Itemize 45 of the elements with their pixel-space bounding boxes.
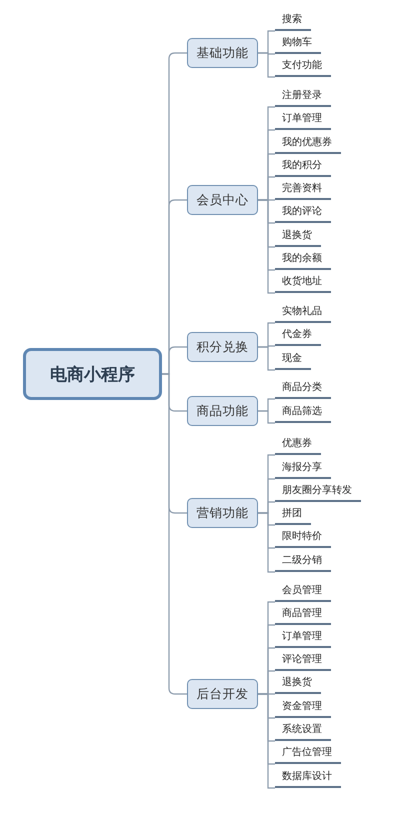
topic-box: 商品功能	[187, 396, 258, 426]
topic-label: 评论管理	[275, 652, 331, 671]
topic-box: 积分兑换	[187, 332, 258, 362]
topic-label: 我的评论	[275, 204, 331, 223]
connector-line	[258, 52, 275, 78]
topic-label: 代金券	[275, 327, 321, 346]
topic-label: 资金管理	[275, 699, 331, 718]
topic-label: 限时特价	[275, 529, 331, 548]
topic-label: 会员管理	[275, 583, 331, 602]
connector-line	[258, 346, 275, 371]
topic-box: 基础功能	[187, 38, 258, 68]
topic-label: 广告位管理	[275, 745, 341, 764]
topic-label: 退换货	[275, 228, 321, 247]
topic-label: 二级分销	[275, 553, 331, 572]
topic-label: 商品分类	[275, 380, 331, 399]
topic-label: 拼团	[275, 506, 311, 525]
topic-label: 优惠券	[275, 436, 321, 455]
topic-label: 注册登录	[275, 88, 331, 107]
connector-line	[258, 693, 275, 789]
topic-label: 购物车	[275, 35, 321, 54]
topic-label: 系统设置	[275, 722, 331, 741]
topic-label: 支付功能	[275, 58, 331, 77]
topic-label: 商品管理	[275, 606, 331, 625]
topic-label: 收货地址	[275, 274, 331, 293]
topic-label: 退换货	[275, 675, 321, 694]
connector-line	[162, 373, 187, 695]
topic-label: 海报分享	[275, 460, 331, 479]
topic-box: 营销功能	[187, 498, 258, 528]
central-topic-box: 电商小程序	[23, 348, 162, 400]
topic-label: 朋友圈分享转发	[275, 483, 361, 502]
connector-line	[258, 512, 275, 573]
topic-label: 数据库设计	[275, 769, 341, 788]
topic-label: 现金	[275, 351, 311, 370]
topic-label: 搜索	[275, 12, 311, 31]
topic-label: 订单管理	[275, 629, 331, 648]
topic-label: 订单管理	[275, 111, 331, 130]
topic-label: 商品筛选	[275, 404, 331, 423]
connector-line	[258, 410, 275, 424]
topic-label: 实物礼品	[275, 304, 331, 323]
topic-label: 完善资料	[275, 181, 331, 200]
topic-label: 我的优惠券	[275, 135, 341, 154]
topic-box: 会员中心	[187, 185, 258, 215]
topic-box: 后台开发	[187, 679, 258, 709]
topic-label: 我的积分	[275, 158, 331, 177]
topic-label: 我的余额	[275, 251, 331, 270]
